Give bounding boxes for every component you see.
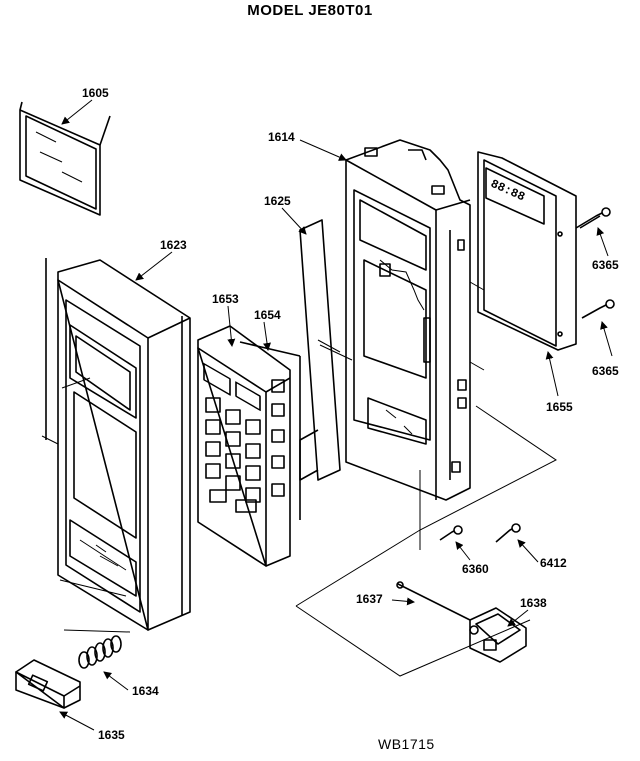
glass-panel-1605	[19, 101, 111, 216]
label-6412: 6412	[540, 556, 567, 570]
model-title: MODEL JE80T01	[247, 2, 373, 19]
latch-rod-1637	[396, 581, 471, 621]
label-6360: 6360	[462, 562, 489, 576]
control-housing-1614	[319, 139, 471, 501]
screw-6360	[419, 470, 463, 550]
keypad-keys	[205, 397, 261, 513]
ribbon-cable-1625	[299, 219, 341, 481]
screw-6412	[495, 523, 521, 543]
leader-arrows	[59, 99, 613, 731]
label-1654: 1654	[254, 308, 281, 322]
door-frame-1623	[41, 258, 191, 631]
label-1605: 1605	[82, 86, 109, 100]
door-button-1635	[15, 659, 81, 709]
screw-6365-upper	[575, 207, 611, 229]
label-1614: 1614	[268, 130, 295, 144]
screw-6365-lower	[581, 299, 615, 319]
board-display-readout: 88:88	[488, 177, 527, 204]
circuit-board-1655: 88:88	[469, 151, 577, 371]
label-1637: 1637	[356, 592, 383, 606]
label-1655: 1655	[546, 400, 573, 414]
spring-1634	[63, 629, 131, 669]
label-1623: 1623	[160, 238, 187, 252]
label-1638: 1638	[520, 596, 547, 610]
latch-lever-1638	[469, 607, 527, 663]
label-1634: 1634	[132, 684, 159, 698]
label-6365-upper: 6365	[592, 258, 619, 272]
label-1653: 1653	[212, 292, 239, 306]
label-1635: 1635	[98, 728, 125, 742]
label-6365-lower: 6365	[592, 364, 619, 378]
keypad-1653	[197, 325, 301, 567]
latch-base-plate	[295, 405, 557, 677]
label-1625: 1625	[264, 194, 291, 208]
drawing-code: WB1715	[378, 736, 435, 752]
